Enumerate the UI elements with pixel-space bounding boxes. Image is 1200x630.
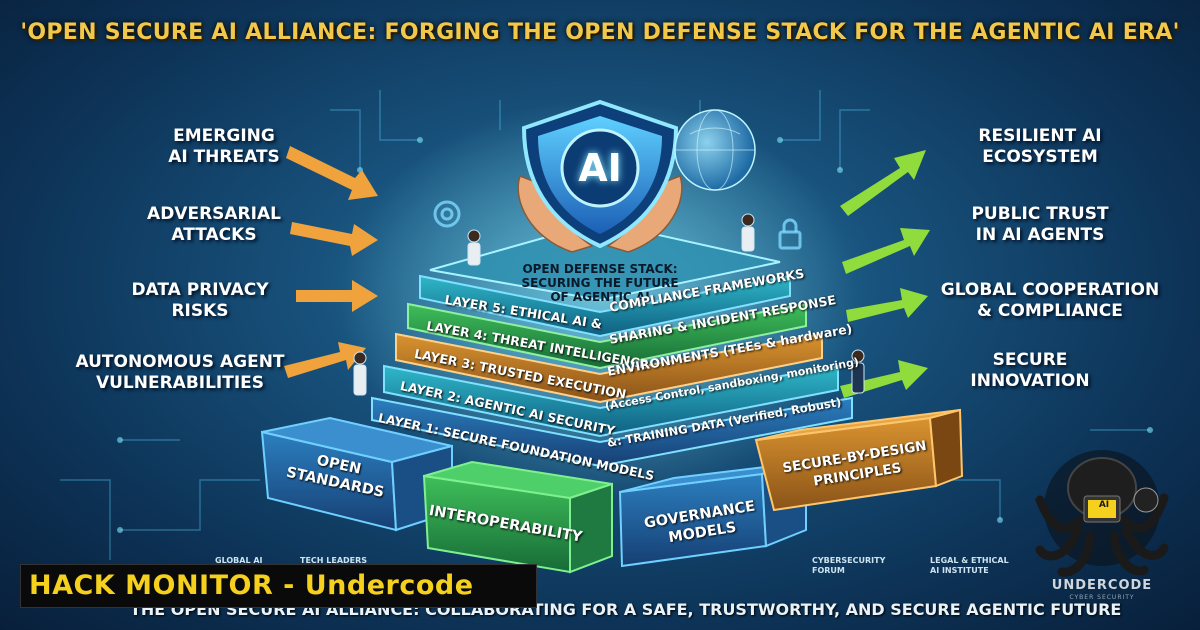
octopus-hacker-icon bbox=[1035, 450, 1169, 577]
globe-icon bbox=[674, 109, 756, 191]
partner-tech-leaders: TECH LEADERS bbox=[300, 556, 368, 565]
pillar-interoperability-block bbox=[422, 460, 613, 574]
circuit-nodes bbox=[117, 137, 1153, 533]
logo-screen-text: AI bbox=[1098, 500, 1110, 510]
shield-icon bbox=[521, 99, 679, 249]
gear-icon bbox=[433, 200, 461, 228]
circuit-lines bbox=[60, 90, 1150, 560]
page-title: 'OPEN SECURE AI ALLIANCE: FORGING THE OP… bbox=[20, 20, 1180, 45]
partner-global-ai: GLOBAL AI bbox=[215, 556, 263, 565]
outcome-global-cooperation: GLOBAL COOPERATION& COMPLIANCE bbox=[940, 280, 1160, 321]
stack-top-platform bbox=[429, 220, 781, 302]
threat-arrows bbox=[284, 146, 378, 378]
pillar-secure-design-block bbox=[754, 408, 964, 512]
lock-icon bbox=[778, 218, 802, 250]
shield-ai-text: AI bbox=[578, 146, 622, 190]
stack-layer-1-shape bbox=[371, 396, 853, 468]
threat-arrow-1 bbox=[286, 146, 378, 200]
undercode-logo-name: UNDERCODE bbox=[1051, 578, 1153, 593]
outcome-arrows bbox=[840, 150, 930, 398]
stack-title: OPEN DEFENSE STACK: SECURING THE FUTURE … bbox=[521, 262, 679, 304]
stack-layer-5-shape bbox=[419, 274, 791, 338]
outcome-arrow-3 bbox=[846, 288, 928, 322]
hack-monitor-banner: HACK MONITOR - Undercode bbox=[20, 564, 537, 608]
outcome-arrow-1 bbox=[840, 150, 926, 216]
stack-layer-2-shape bbox=[383, 364, 839, 438]
threat-arrow-2 bbox=[290, 222, 378, 256]
threat-arrow-4 bbox=[284, 342, 366, 378]
person-figures bbox=[353, 213, 865, 396]
outcome-arrow-2 bbox=[842, 228, 930, 274]
stack-layer-3-shape bbox=[395, 332, 823, 404]
stack-layer-4-shape bbox=[407, 302, 807, 370]
undercode-logo-tagline: CYBER SECURITY bbox=[1069, 594, 1135, 601]
banner-text: HACK MONITOR - Undercode bbox=[29, 570, 474, 601]
threat-arrow-3 bbox=[296, 280, 378, 312]
